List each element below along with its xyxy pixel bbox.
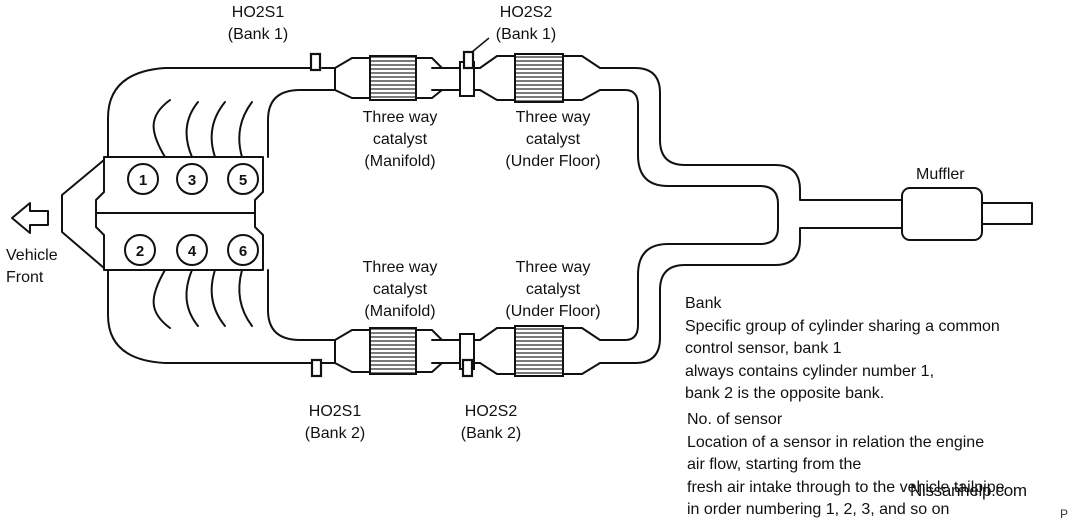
cylinders <box>124 163 259 266</box>
pipe-bottom-rear <box>599 227 901 364</box>
corner-mark: P <box>1060 507 1069 521</box>
sensor-b1s1-label: HO2S1 (Bank 1) <box>227 4 289 43</box>
sensor-note-line: fresh air intake through to the vehicle … <box>687 478 1005 496</box>
catalyst-bottom-underfloor <box>479 325 601 377</box>
catalyst-bottom-manifold <box>334 327 443 375</box>
cylinder-5-label: 5 <box>239 172 247 189</box>
cylinder-1-label: 1 <box>139 172 147 189</box>
muffler-label: Muffler <box>916 166 965 183</box>
vehicle-front-label: Vehicle Front <box>6 247 58 286</box>
catalyst-top-manifold-label: Three way catalyst (Manifold) <box>362 109 438 170</box>
engine-block <box>95 156 264 271</box>
pipe-top-rear <box>599 67 901 201</box>
sensor-number-note: No. of sensor Location of a sensor in re… <box>687 409 1005 522</box>
sensor-note-line: Location of a sensor in relation the eng… <box>687 433 985 451</box>
bank-note-line: bank 2 is the opposite bank. <box>685 385 885 402</box>
muffler <box>901 187 983 241</box>
sensor-b2s2-icon <box>461 358 474 378</box>
bank-note-line: control sensor, bank 1 <box>685 340 842 357</box>
sensor-b2s1-icon <box>310 358 323 378</box>
sensor-b2s2-label: HO2S2 (Bank 2) <box>460 403 522 442</box>
bank-note-line: Specific group of cylinder sharing a com… <box>685 317 1000 335</box>
engine-front-wedge <box>61 159 105 269</box>
manifold-top-outer <box>107 67 313 158</box>
sensor-note-line: in order numbering 1, 2, 3, and so on <box>687 501 950 518</box>
catalyst-top-manifold <box>334 55 443 101</box>
sensor-b2s1-label: HO2S1 (Bank 2) <box>304 403 366 442</box>
watermark: Nissanhelp.com <box>910 481 1027 500</box>
sensor-b1s2-icon <box>462 50 475 70</box>
sensor-b1s1-icon <box>309 52 322 72</box>
catalyst-bottom-underfloor-label: Three way catalyst (Under Floor) <box>505 259 601 320</box>
manifold-bottom-inner <box>267 269 336 341</box>
sensor-note-title: No. of sensor <box>687 411 783 428</box>
catalyst-top-underfloor-label: Three way catalyst (Under Floor) <box>505 109 601 170</box>
cylinder-2-label: 2 <box>136 243 144 260</box>
manifold-top-inner <box>267 89 336 158</box>
catalyst-bottom-manifold-label: Three way catalyst (Manifold) <box>362 259 438 320</box>
catalyst-top-underfloor <box>479 53 601 103</box>
cylinder-6-label: 6 <box>239 243 247 260</box>
sensor-b1s2-label: HO2S2 (Bank 1) <box>495 4 557 43</box>
cylinder-3-label: 3 <box>188 172 196 189</box>
bank-note-title: Bank <box>685 295 722 312</box>
cylinder-4-label: 4 <box>188 243 197 260</box>
vehicle-front-arrow-icon <box>11 202 49 234</box>
bank-note-line: always contains cylinder number 1, <box>685 362 935 380</box>
manifold-bottom-outer <box>107 269 313 364</box>
sensor-note-line: air flow, starting from the <box>687 456 862 473</box>
bank-note: Bank Specific group of cylinder sharing … <box>685 293 1000 406</box>
o2-sensors <box>309 50 475 378</box>
